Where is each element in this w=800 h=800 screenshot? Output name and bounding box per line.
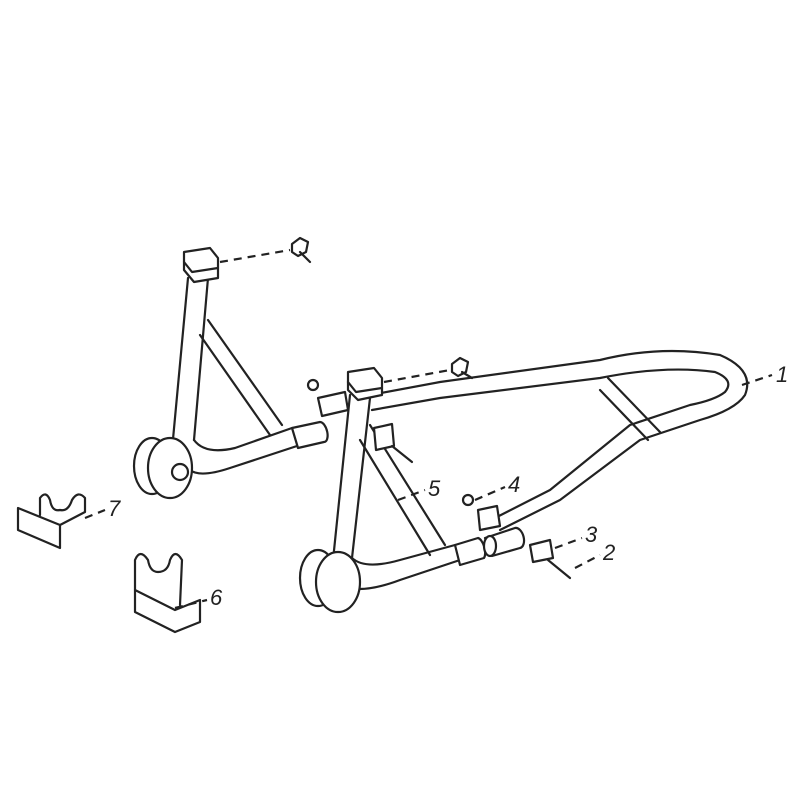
left-stand	[132, 236, 329, 500]
part-label-2: 2	[602, 540, 615, 565]
main-stand	[298, 349, 749, 614]
part-label-5: 5	[428, 476, 441, 501]
part-label-3: 3	[585, 522, 598, 547]
leader-lines	[84, 373, 773, 610]
loose-parts	[16, 378, 572, 634]
part-label-1: 1	[776, 362, 788, 387]
part-label-7: 7	[108, 496, 121, 521]
part-label-4: 4	[508, 472, 520, 497]
part-label-6: 6	[210, 585, 223, 610]
